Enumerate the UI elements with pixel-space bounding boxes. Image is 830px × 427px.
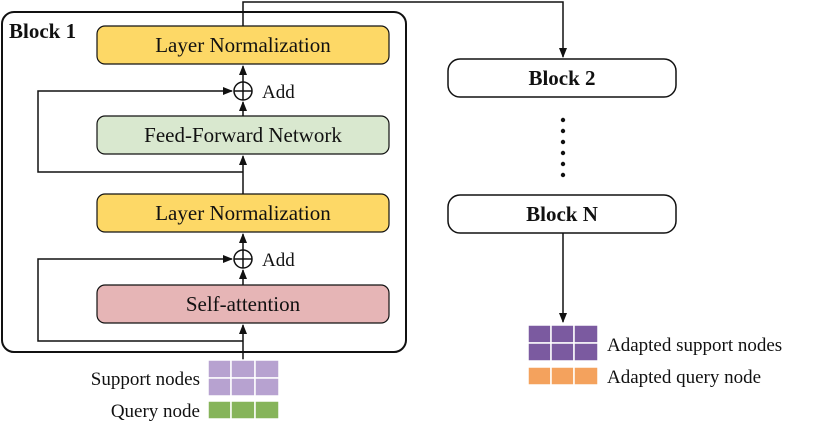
adapted-query-label: Adapted query node	[607, 367, 761, 388]
ffn-label: Feed-Forward Network	[144, 123, 342, 147]
add-bottom-label: Add	[262, 250, 295, 271]
residual-connections	[37, 87, 243, 342]
add-top-icon	[233, 81, 253, 101]
block1-to-block2-arrow	[242, 1, 567, 58]
add-bottom-icon	[233, 249, 253, 269]
ellipsis-dots	[560, 117, 566, 178]
adapted-support-grid	[527, 324, 599, 362]
block1-container	[1, 11, 407, 353]
support-nodes-grid	[207, 359, 280, 397]
query-node-label: Query node	[111, 401, 200, 422]
blockN-label: Block N	[526, 202, 598, 226]
block2-box	[447, 58, 677, 98]
layer-norm-top-label: Layer Normalization	[155, 33, 331, 57]
block1-title: Block 1	[9, 19, 76, 43]
block2-label: Block 2	[528, 66, 595, 90]
query-node-grid	[207, 400, 280, 420]
adapted-support-label: Adapted support nodes	[607, 335, 782, 356]
add-top-label: Add	[262, 82, 295, 103]
support-nodes-label: Support nodes	[91, 369, 200, 390]
self-attention-label: Self-attention	[186, 292, 301, 316]
adapted-query-grid	[527, 366, 599, 386]
layer-norm-bottom-label: Layer Normalization	[155, 201, 331, 225]
blockN-box	[447, 194, 677, 234]
